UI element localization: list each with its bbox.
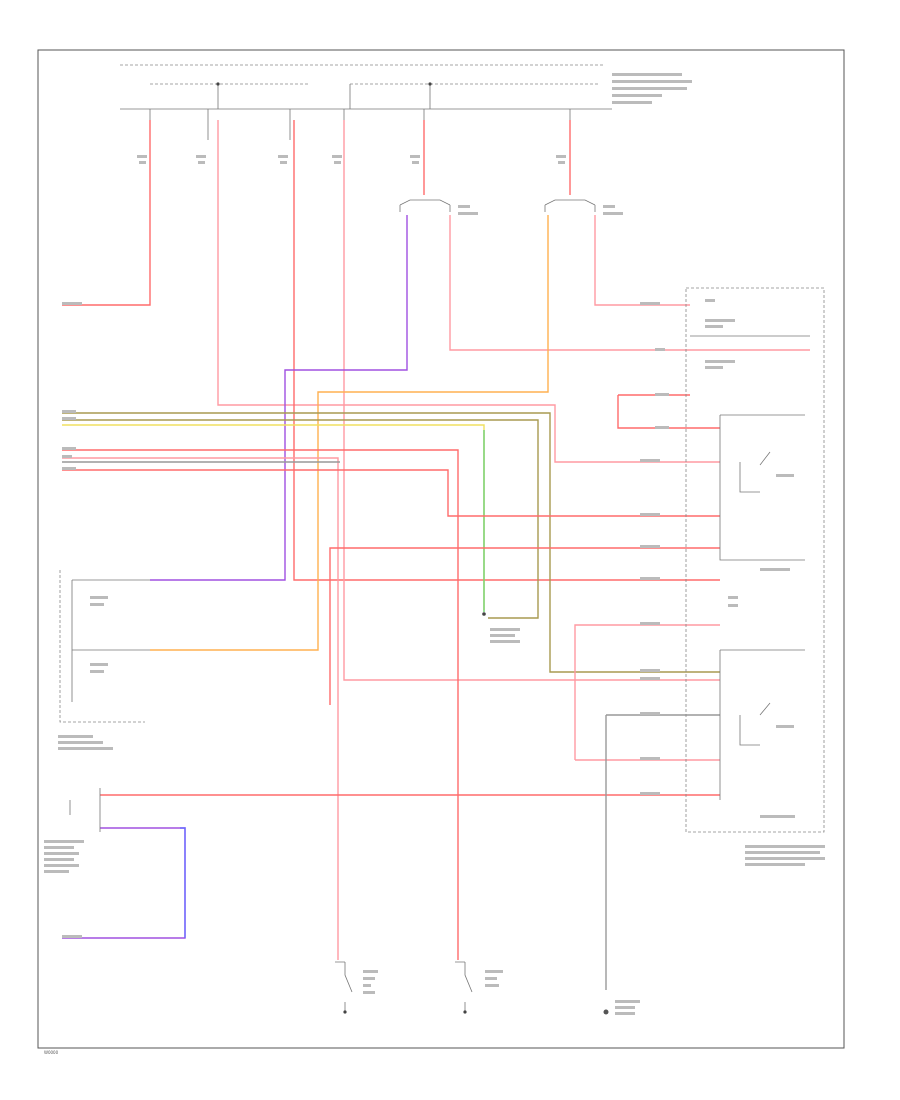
wire-harness <box>62 120 810 990</box>
bottom-switch-middle <box>455 961 503 1014</box>
left-module-bracket <box>58 570 150 750</box>
right-relay-box <box>685 287 825 833</box>
top-right-label-block <box>612 73 692 104</box>
bottom-left-component <box>44 788 101 873</box>
bottom-switch-left <box>335 961 378 1014</box>
left-connector-labels <box>62 302 82 938</box>
left-headlamp-connector <box>399 199 478 215</box>
footer-code: W0000 <box>44 1050 59 1055</box>
diagram-frame <box>37 49 845 1049</box>
fuse-drops <box>149 109 571 140</box>
right-headlamp-connector <box>544 199 623 215</box>
right-box-caption <box>745 845 825 866</box>
relay-pin-tags <box>640 302 669 795</box>
top-wire-labels <box>137 155 566 164</box>
bottom-ground <box>603 1000 640 1015</box>
center-connector <box>482 612 520 643</box>
